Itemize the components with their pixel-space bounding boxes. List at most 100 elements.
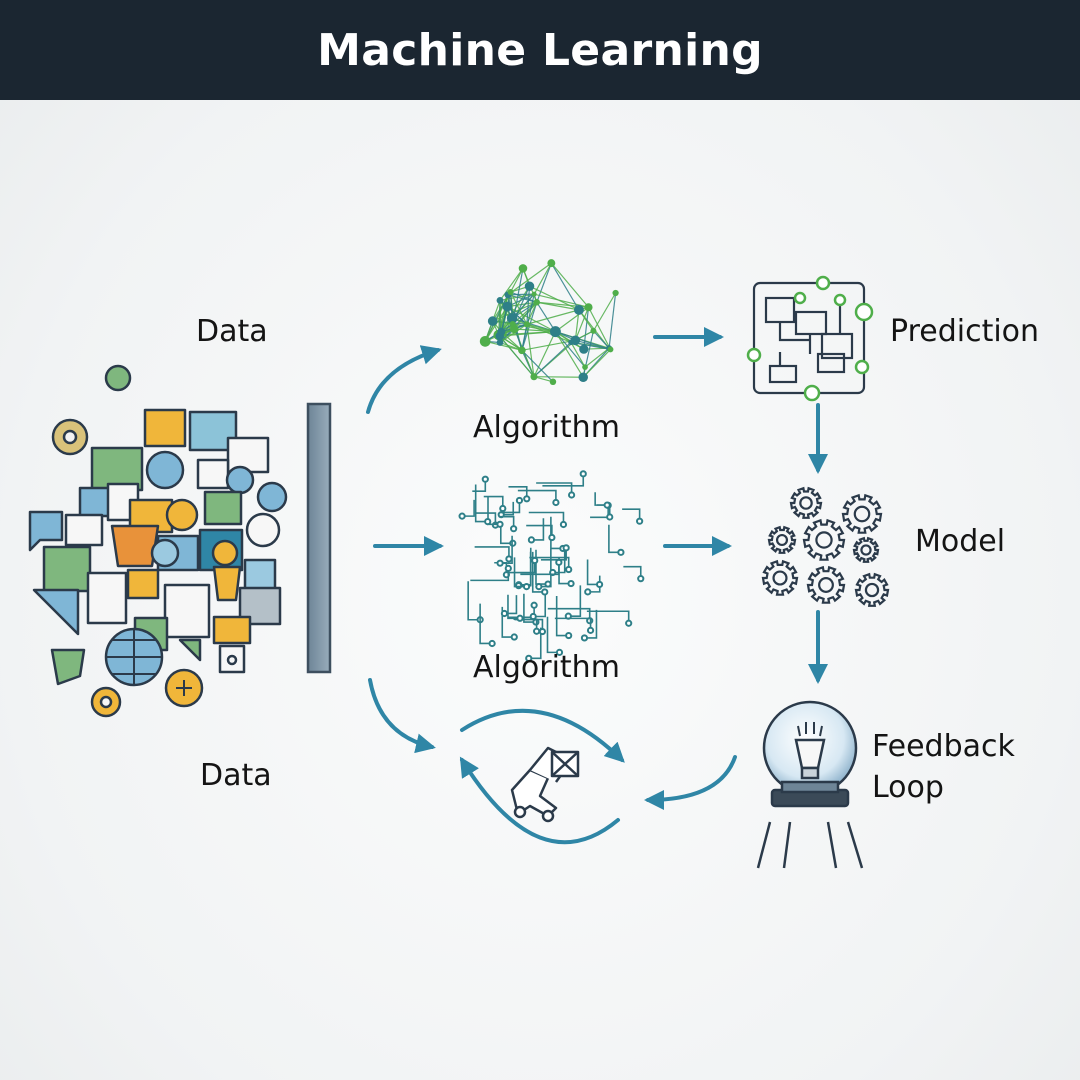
circuit-pad [541,588,549,596]
network-link [533,262,552,295]
circuit-pad [529,612,537,621]
circuit-pad [522,582,531,591]
network-node [523,321,530,328]
label-data-top: Data [196,314,268,349]
flowchart-icon [746,275,874,402]
circuit-pad [606,513,614,521]
circuit-trace [526,524,553,538]
network-link [521,324,528,351]
network-node [506,313,518,324]
circuit-trace [500,500,521,514]
circuit-pad [567,491,576,499]
network-link [550,262,580,311]
circuit-pad [531,556,539,565]
circuit-trace [507,594,520,620]
network-link [526,286,531,325]
network-link [484,291,512,342]
circuit-pad [617,548,625,556]
circuit-trace [535,549,548,585]
network-node [549,326,561,338]
circuit-trace [501,606,515,638]
circuit-graph-icon [458,470,645,662]
circuit-trace [531,551,545,593]
network-link [526,324,535,377]
circuit-trace [501,501,515,516]
circuit-pad [555,648,564,656]
neural-network-icon [479,259,619,386]
gear-hub [853,505,871,523]
network-link [526,309,580,325]
network-node [502,301,513,312]
network-link [499,335,523,351]
circuit-pad [637,575,645,583]
network-link [485,340,523,351]
circuit-trace [483,495,504,509]
network-node [582,364,588,370]
network-node [584,303,593,312]
circuit-trace [623,565,642,579]
circuit-trace [531,518,545,541]
network-link [499,335,535,378]
network-node [524,281,535,291]
network-node [507,289,514,296]
network-node [549,378,557,386]
network-link [608,292,617,349]
circuit-trace [500,535,513,564]
circuit-pad [458,512,466,520]
circuit-trace [547,607,591,621]
circuit-pad [515,582,523,590]
gear-hub [772,570,788,586]
gear-hub [860,544,872,556]
circuit-trace [518,551,532,587]
circuit-trace [554,617,592,631]
label-model: Model [915,524,1006,559]
circuit-pad [484,518,492,526]
circuit-trace [555,595,569,637]
network-link [521,349,554,383]
label-loop: Loop [872,770,944,805]
gear-hub [815,531,833,549]
network-link [500,331,523,351]
circuit-pad [595,580,604,589]
circuit-trace [533,589,547,618]
circuit-trace [470,568,510,582]
network-link [554,331,584,378]
circuit-trace [550,516,563,550]
circuit-trace [474,546,510,559]
circuit-trace [568,585,582,617]
circuit-trace [518,547,532,586]
network-node [530,373,538,381]
circuit-pad [580,634,589,642]
network-link [500,291,512,332]
circuit-trace [474,484,488,523]
label-feedback: Feedback [872,729,1015,764]
circuit-pad [525,654,533,662]
network-link [529,285,580,311]
loop-arc-top [460,708,625,763]
ml-diagram [28,259,890,869]
arrow-feedback-to-loop [644,755,737,810]
circuit-pad [538,627,547,636]
circuit-trace [536,482,573,496]
circuit-trace [528,627,542,660]
circuit-trace [546,616,560,654]
gear [806,565,846,604]
title-bar: Machine Learning [0,0,1080,100]
circuit-pad [500,609,509,618]
circuit-pad [548,533,556,542]
circuit-pad [636,517,644,525]
circuit-pad [586,626,595,634]
circuit-pad [496,520,504,528]
network-node [547,259,556,268]
loop-arc-bottom [459,756,620,845]
network-link [592,330,610,349]
circuit-trace [498,515,515,529]
network-node [531,291,537,297]
network-link [570,341,586,368]
network-link [555,331,611,350]
network-node [509,321,516,328]
network-link [583,307,590,350]
network-link [510,268,524,293]
network-node [533,299,540,306]
circuit-trace [552,546,566,574]
